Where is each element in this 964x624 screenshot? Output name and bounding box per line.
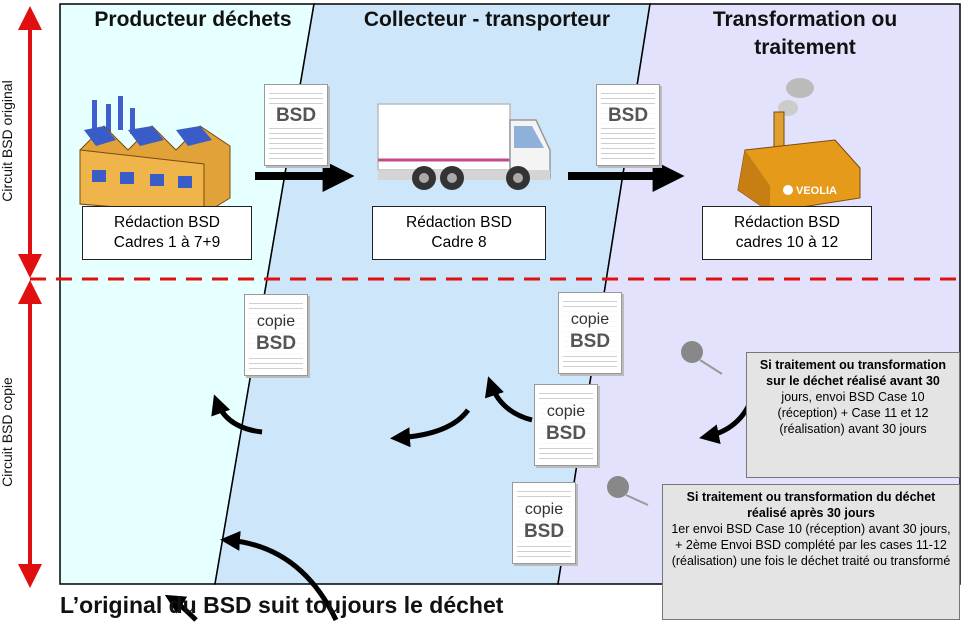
note-before-30-text: jours, envoi BSD Case 10 (réception) + C…	[777, 390, 929, 436]
copy-doc-label: copie	[245, 313, 307, 331]
collector-box-line1: Rédaction BSD	[406, 214, 512, 231]
collector-bsd-box: Rédaction BSD Cadre 8	[372, 206, 546, 260]
bsd-copy-collector-2: copie BSD	[534, 384, 598, 466]
producer-box-line2: Cadres 1 à 7+9	[113, 234, 221, 251]
bsd-document-collector: BSD	[596, 84, 660, 166]
note-after-30-bold: Si traitement ou transformation du déche…	[686, 490, 936, 520]
transform-header-line2: traitement	[754, 36, 856, 59]
return-arrow-treatment-to-producer-long	[220, 530, 339, 622]
truck-icon	[377, 103, 551, 190]
note-before-30-days: Si traitement ou transformation sur le d…	[746, 352, 960, 478]
transform-header-line1: Transformation ou	[712, 8, 898, 31]
note-after-30-text1: 1er envoi BSD Case 10 (réception) avant …	[671, 522, 951, 536]
bsd-doc-label: BSD	[265, 105, 327, 127]
bsd-copy-producer: copie BSD	[244, 294, 308, 376]
bsd-doc-label: BSD	[559, 331, 621, 353]
magnifier-icon-2	[607, 476, 649, 506]
original-circuit-label: Circuit BSD original	[0, 80, 15, 202]
return-arrow-collector-2	[390, 408, 471, 448]
bsd-copy-collector-3: copie BSD	[512, 482, 576, 564]
transform-box-line1: Rédaction BSD	[734, 214, 840, 231]
transform-bsd-box: Rédaction BSD cadres 10 à 12	[702, 206, 872, 260]
transform-box-line2: cadres 10 à 12	[735, 234, 839, 251]
copy-doc-label: copie	[559, 311, 621, 329]
note-after-30-text2: + 2ème Envoi BSD complété par les cases …	[671, 538, 951, 568]
return-arrow-collector-to-producer	[211, 394, 263, 435]
svg-text:VEOLIA: VEOLIA	[796, 185, 837, 197]
producer-box-line1: Rédaction BSD	[114, 214, 220, 231]
footer-caption: L’original du BSD suit toujours le déche…	[60, 592, 504, 618]
note-after-30-days: Si traitement ou transformation du déche…	[662, 484, 960, 620]
copy-doc-label: copie	[513, 501, 575, 519]
producer-header: Producteur déchets	[94, 8, 292, 31]
copy-circuit-label: Circuit BSD copie	[0, 377, 15, 487]
return-arrow-collector-1	[484, 376, 533, 423]
treatment-plant-icon: VEOLIA	[737, 78, 861, 213]
collector-box-line2: Cadre 8	[431, 234, 487, 251]
collector-header: Collecteur - transporteur	[363, 8, 611, 31]
magnifier-icon-1	[681, 341, 723, 375]
bsd-doc-label: BSD	[513, 521, 575, 543]
return-arrow-bottom-short	[164, 594, 198, 622]
bsd-document-producer: BSD	[264, 84, 328, 166]
bsd-doc-label: BSD	[597, 105, 659, 127]
note-before-30-bold: Si traitement ou transformation sur le d…	[759, 358, 947, 388]
copy-doc-label: copie	[535, 403, 597, 421]
bsd-doc-label: BSD	[535, 423, 597, 445]
bsd-doc-label: BSD	[245, 333, 307, 355]
bsd-copy-collector-1: copie BSD	[558, 292, 622, 374]
producer-bsd-box: Rédaction BSD Cadres 1 à 7+9	[82, 206, 252, 260]
factory-icon	[79, 96, 231, 215]
